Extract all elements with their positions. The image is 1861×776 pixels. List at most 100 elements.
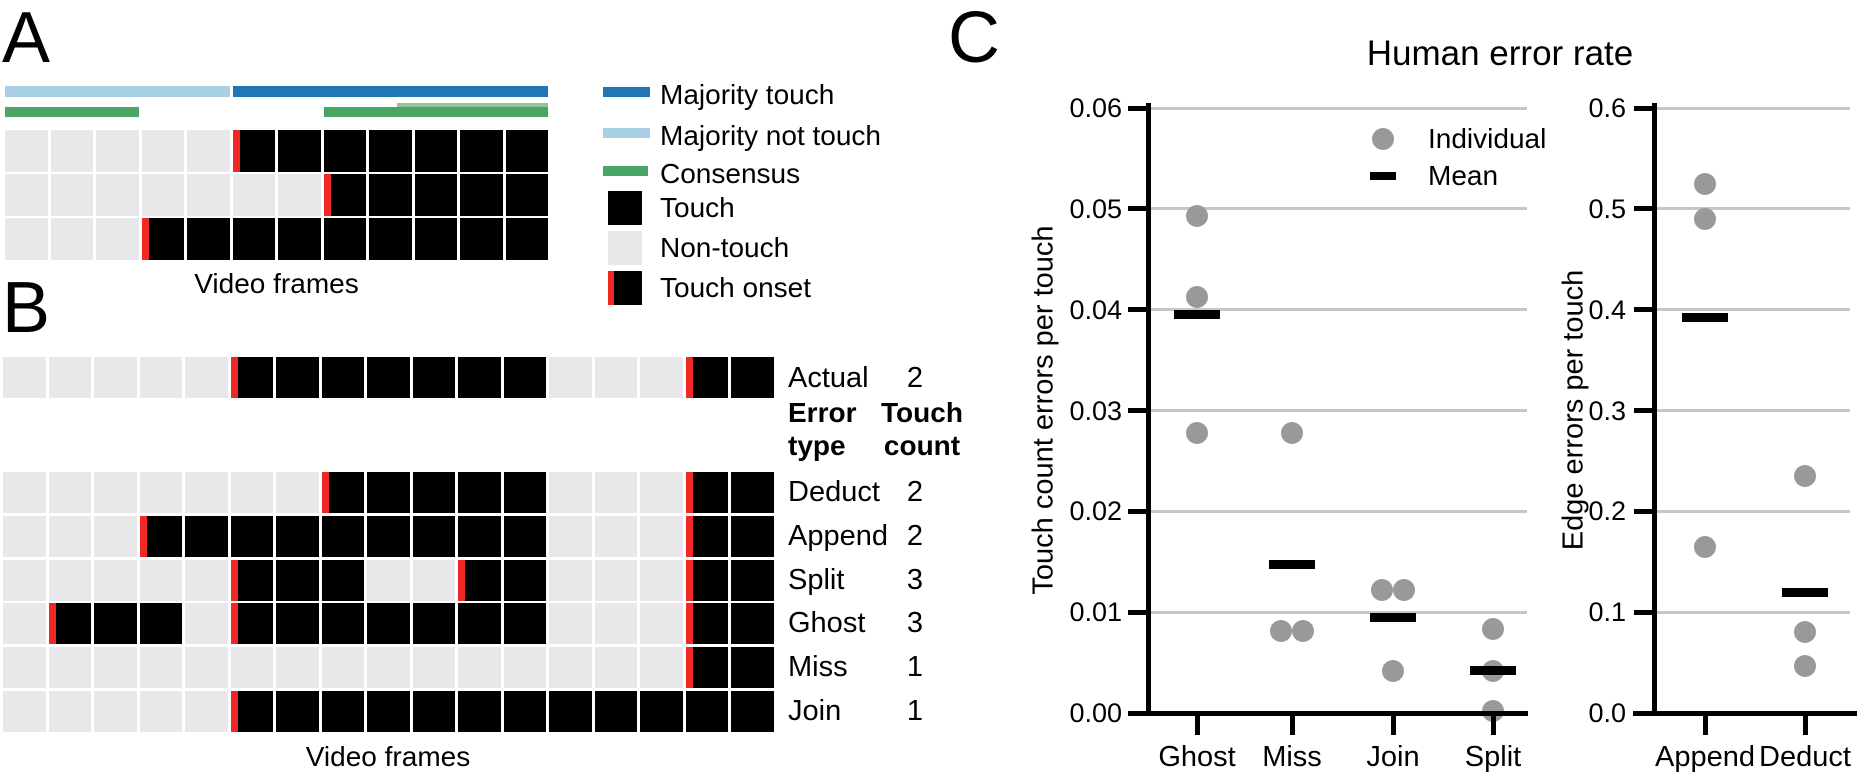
gridline: [1151, 509, 1527, 513]
touch-cell: [412, 472, 455, 513]
non-touch-cell: [640, 357, 683, 398]
non-touch-cell: [139, 691, 182, 732]
non-touch-cell: [50, 130, 93, 172]
touch-cell: [731, 691, 774, 732]
touch-cell: [276, 603, 319, 644]
non-touch-cell: [3, 472, 46, 513]
touch-cell: [505, 174, 548, 216]
non-touch-cell: [139, 647, 182, 688]
gridline: [1657, 207, 1850, 211]
actual-row: [3, 357, 774, 398]
non-touch-cell: [48, 357, 91, 398]
y-tick-label: 0.4: [1588, 294, 1626, 325]
category-label-append: Append: [1655, 741, 1755, 773]
y-tick-label: 0.06: [1069, 93, 1122, 123]
non-touch-cell: [48, 691, 91, 732]
error-type-header: Error type: [788, 397, 857, 461]
touch-cell: [276, 516, 319, 557]
y-tick-label: 0.6: [1588, 93, 1626, 123]
individual-data-point-deduct: [1794, 654, 1816, 677]
mean-bar-join: [1370, 612, 1416, 622]
touch-cell: [412, 516, 455, 557]
touch-cell: [369, 218, 412, 260]
individual-data-point-append: [1694, 535, 1716, 558]
y-tick-label: 0.04: [1069, 294, 1122, 325]
non-touch-cell: [278, 174, 321, 216]
touch-onset-cell: [230, 357, 273, 398]
annotator-row: [5, 130, 548, 172]
non-touch-cell: [640, 603, 683, 644]
non-touch-cell: [141, 174, 184, 216]
non-touch-cell: [549, 647, 592, 688]
legend-mean-label: Mean: [1428, 160, 1499, 191]
touch-cell: [731, 357, 774, 398]
touch-cell: [731, 603, 774, 644]
non-touch-cell: [139, 560, 182, 601]
category-label-deduct: Deduct: [1759, 741, 1851, 773]
individual-data-point-join: [1393, 578, 1415, 601]
individual-data-point-miss: [1270, 620, 1292, 643]
panel-b-x-axis-label: Video frames: [305, 741, 471, 772]
x-tick: [1702, 716, 1708, 735]
annotator-row: [5, 218, 548, 260]
non-touch-cell: [3, 603, 46, 644]
non-touch-cell: [276, 472, 319, 513]
non-touch-cell: [3, 560, 46, 601]
touch-cell: [412, 357, 455, 398]
actual-row-count: 2: [906, 362, 924, 394]
non-touch-cell: [96, 130, 139, 172]
touch-cell: [323, 130, 366, 172]
y-tick: [1634, 307, 1654, 313]
touch-cell: [187, 218, 230, 260]
touch-cell: [460, 130, 503, 172]
y-tick-label: 0.03: [1069, 395, 1122, 426]
legend-item-label: Consensus: [660, 158, 801, 189]
non-touch-cell: [549, 516, 592, 557]
y-tick: [1128, 307, 1148, 313]
majority-not-touch-bar: [5, 86, 230, 97]
touch-onset-cell: [48, 603, 91, 644]
individual-data-point-append: [1694, 172, 1716, 195]
touch-cell: [458, 472, 501, 513]
non-touch-cell: [141, 130, 184, 172]
y-tick: [1128, 710, 1148, 716]
non-touch-cell: [187, 174, 230, 216]
x-axis-line: [1128, 711, 1528, 716]
non-touch-cell: [187, 130, 230, 172]
non-touch-cell: [594, 647, 637, 688]
y-axis-spine: [1652, 103, 1657, 716]
non-touch-cell: [96, 218, 139, 260]
majority-touch-swatch-icon: [603, 87, 650, 97]
error-type-label: Join: [788, 695, 842, 727]
non-touch-cell: [185, 603, 228, 644]
non-touch-cell: [3, 357, 46, 398]
touch-cell: [367, 472, 410, 513]
touch-cell: [367, 691, 410, 732]
individual-data-point-ghost: [1186, 421, 1208, 444]
touch-cell: [458, 691, 501, 732]
non-touch-cell: [367, 647, 410, 688]
touch-cell: [731, 516, 774, 557]
gridline: [1657, 106, 1850, 110]
non-touch-cell: [321, 647, 364, 688]
touch-count-value: 3: [906, 564, 924, 596]
legend-item-label: Touch onset: [660, 272, 811, 303]
individual-data-point-miss: [1281, 421, 1303, 444]
y-tick: [1634, 609, 1654, 615]
gridline: [1151, 409, 1527, 412]
annotator-row: [5, 174, 548, 216]
touch-count-value: 2: [906, 476, 924, 508]
touch-onset-cell: [685, 472, 728, 513]
non-touch-cell: [3, 516, 46, 557]
non-touch-cell: [185, 647, 228, 688]
non-touch-cell: [48, 560, 91, 601]
non-touch-cell: [640, 472, 683, 513]
right-chart-y-axis-label: Edge errors per touch: [1557, 269, 1590, 551]
touch-onset-swatch-icon: [608, 271, 642, 305]
touch-cell: [278, 130, 321, 172]
y-tick: [1128, 408, 1148, 413]
non-touch-cell: [3, 647, 46, 688]
non-touch-cell: [594, 603, 637, 644]
touch-count-value: 2: [906, 520, 924, 552]
error-row-ghost: [3, 603, 774, 644]
